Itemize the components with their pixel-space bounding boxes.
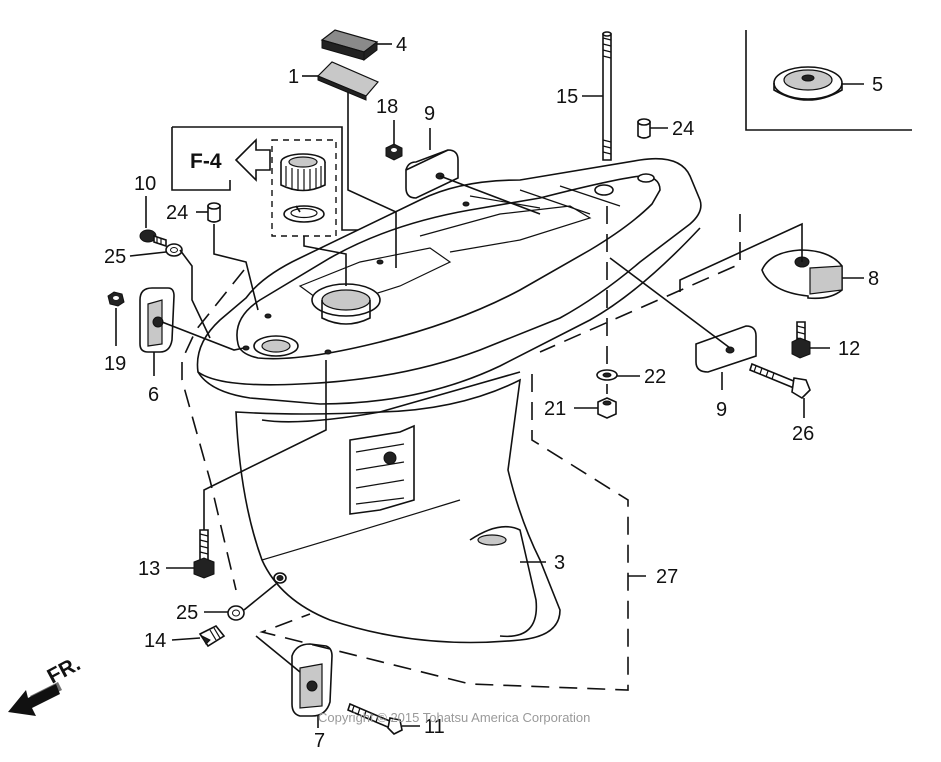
part-4-seal[interactable] — [320, 29, 379, 62]
callout-f4: F-4 — [190, 150, 222, 173]
part-11-bolt[interactable] — [347, 702, 403, 735]
callout-25-upper: 25 — [104, 246, 126, 268]
callout-11: 11 — [424, 716, 445, 738]
part-1-seal[interactable] — [316, 61, 379, 101]
callout-19: 19 — [104, 353, 126, 375]
callout-9-upper: 9 — [424, 103, 435, 125]
part-24-dowel-right[interactable] — [637, 118, 651, 139]
callout-25-lower: 25 — [176, 602, 198, 624]
callout-12: 12 — [838, 338, 860, 360]
callout-21: 21 — [544, 398, 566, 420]
part-19-nut[interactable] — [107, 291, 125, 307]
callout-6: 6 — [148, 384, 159, 406]
callout-labels: 4 1 18 9 15 24 5 F-4 10 24 25 8 12 19 22… — [44, 34, 884, 752]
callout-24-left: 24 — [166, 202, 188, 224]
part-5-box — [745, 30, 912, 131]
part-6-plate[interactable] — [139, 287, 175, 353]
callout-22: 22 — [644, 366, 666, 388]
callout-27: 27 — [656, 566, 678, 588]
callout-13: 13 — [138, 558, 160, 580]
callout-7: 7 — [314, 730, 325, 752]
part-12-bolt[interactable] — [791, 321, 811, 359]
part-22-washer[interactable] — [596, 369, 618, 381]
callout-18: 18 — [376, 96, 398, 118]
callout-1: 1 — [288, 66, 299, 88]
callout-10: 10 — [134, 173, 156, 195]
part-21-nut[interactable] — [597, 397, 617, 419]
callout-24-right: 24 — [672, 118, 694, 140]
callout-5: 5 — [872, 74, 883, 96]
callout-26: 26 — [792, 423, 814, 445]
part-25-washer-upper[interactable] — [165, 243, 183, 257]
callout-15: 15 — [556, 86, 578, 108]
part-18-nut[interactable] — [385, 143, 403, 161]
callout-4: 4 — [396, 34, 407, 56]
part-14-plug[interactable] — [198, 624, 226, 648]
part-8-trim-tab[interactable] — [761, 249, 843, 300]
part-5-anode[interactable] — [773, 66, 843, 101]
bearing[interactable] — [280, 153, 326, 192]
copyright-notice: Copyright © 2015 Tohatsu America Corpora… — [318, 710, 590, 725]
part-24-dowel-left[interactable] — [207, 202, 221, 223]
leader-lines — [115, 43, 864, 728]
callout-3: 3 — [554, 552, 565, 574]
callout-14: 14 — [144, 630, 166, 652]
front-direction-arrow — [8, 682, 62, 716]
part-15-stud[interactable] — [602, 31, 612, 161]
callout-8: 8 — [868, 268, 879, 290]
direction-label: FR. — [44, 652, 85, 688]
part-26-bolt[interactable] — [749, 362, 811, 400]
part-9-upper-mount[interactable] — [405, 149, 459, 199]
part-13-bolt[interactable] — [193, 529, 215, 579]
callout-9-lower: 9 — [716, 399, 727, 421]
part-3-gear-case[interactable] — [196, 157, 702, 644]
part-10-screw[interactable] — [139, 229, 167, 248]
part-25-washer-lower[interactable] — [227, 605, 245, 621]
snap-ring[interactable] — [283, 205, 325, 223]
part-9-lower-mount[interactable] — [695, 325, 757, 373]
part-7-plate[interactable] — [291, 643, 333, 717]
